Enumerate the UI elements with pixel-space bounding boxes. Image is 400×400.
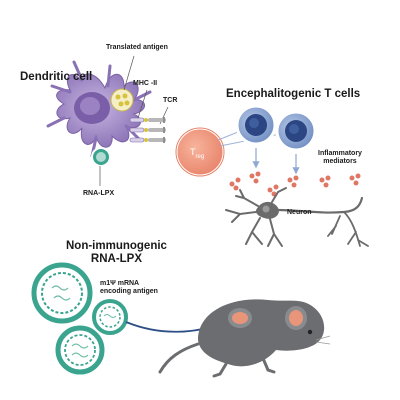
m1psi-line2: encoding antigen xyxy=(100,288,158,296)
t-cell-icon xyxy=(235,104,277,146)
neuron-label: Neuron xyxy=(287,209,312,216)
inflammatory-mediators-label: Inflammatory mediators xyxy=(318,150,362,166)
dendritic-cell-label: Dendritic cell xyxy=(20,71,93,83)
tcr-label: TCR xyxy=(163,97,178,104)
non-immunogenic-label: Non-immunogenic RNA-LPX xyxy=(66,240,167,266)
treg-main: T xyxy=(190,147,196,157)
m1psi-line1: m1Ψ mRNA xyxy=(100,280,140,287)
treg-subscript: reg xyxy=(195,153,205,160)
tcr-icon xyxy=(148,117,166,143)
rna-lpx-label: RNA-LPX xyxy=(83,190,115,197)
translated-antigen-label: Translated antigen xyxy=(106,44,168,51)
translated-antigen-pointer xyxy=(123,55,135,91)
lipoplex-icon xyxy=(31,262,93,324)
non-immunogenic-line2: RNA-LPX xyxy=(90,253,143,266)
inflammatory-mediators-icon xyxy=(229,171,361,197)
mhc-ii-label: MHC -II xyxy=(133,80,158,87)
m1psi-mrna-label: m1Ψ mRNA encoding antigen xyxy=(100,280,158,296)
treg-cell-icon xyxy=(174,126,226,178)
dendritic-cell-icon xyxy=(46,60,152,167)
lipoplex-icon xyxy=(92,299,128,335)
non-immunogenic-line1: Non-immunogenic xyxy=(66,240,167,252)
neuron-icon xyxy=(225,187,369,247)
mouse-icon xyxy=(158,299,331,378)
treg-link-1 xyxy=(217,131,239,141)
encephalitogenic-t-cells-label: Encephalitogenic T cells xyxy=(226,88,361,100)
mhc-pointer xyxy=(137,89,148,119)
treg-label: Treg xyxy=(190,147,204,161)
lipoplex-icon xyxy=(55,325,105,375)
t-cell-icon xyxy=(275,110,317,152)
inflammatory-line1: Inflammatory xyxy=(318,150,362,157)
inflammatory-line2: mediators xyxy=(323,158,357,166)
